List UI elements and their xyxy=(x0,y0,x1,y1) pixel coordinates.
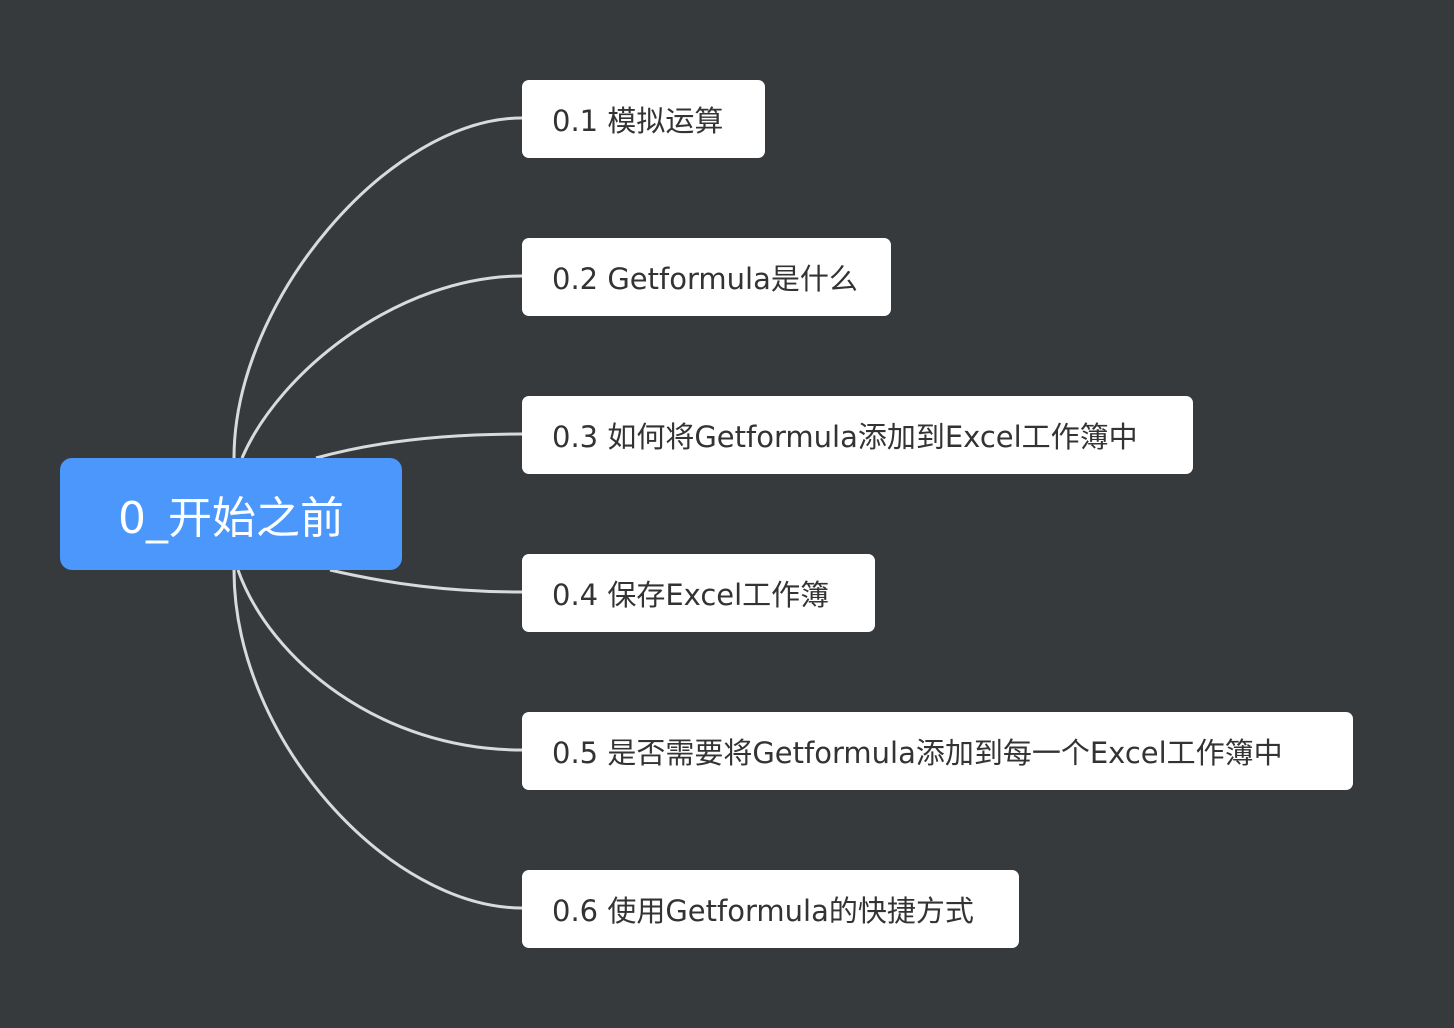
branch-topic-0-1[interactable]: 0.1 模拟运算 xyxy=(522,80,765,158)
branch-topic-label: 0.5 是否需要将Getformula添加到每一个Excel工作簿中 xyxy=(552,736,1283,770)
branch-topic-0-3[interactable]: 0.3 如何将Getformula添加到Excel工作簿中 xyxy=(522,396,1193,474)
branch-topic-label: 0.2 Getformula是什么 xyxy=(552,262,858,296)
connector-branch-2 xyxy=(240,274,523,459)
connector-branch-6 xyxy=(232,569,523,910)
root-topic[interactable]: 0_开始之前 xyxy=(60,458,402,570)
branch-topic-0-2[interactable]: 0.2 Getformula是什么 xyxy=(522,238,891,316)
branch-topic-label: 0.3 如何将Getformula添加到Excel工作簿中 xyxy=(552,420,1138,454)
branch-topic-0-5[interactable]: 0.5 是否需要将Getformula添加到每一个Excel工作簿中 xyxy=(522,712,1353,790)
branch-topic-0-6[interactable]: 0.6 使用Getformula的快捷方式 xyxy=(522,870,1019,948)
branch-topic-0-4[interactable]: 0.4 保存Excel工作簿 xyxy=(522,554,875,632)
connector-branch-5 xyxy=(236,569,523,752)
connector-branch-3 xyxy=(315,432,523,460)
branch-topic-label: 0.4 保存Excel工作簿 xyxy=(552,578,830,612)
connector-branch-4 xyxy=(329,568,523,594)
branch-topic-label: 0.6 使用Getformula的快捷方式 xyxy=(552,894,974,928)
root-topic-label: 0_开始之前 xyxy=(118,493,344,544)
branch-topic-label: 0.1 模拟运算 xyxy=(552,104,724,138)
connector-branch-1 xyxy=(232,116,523,459)
